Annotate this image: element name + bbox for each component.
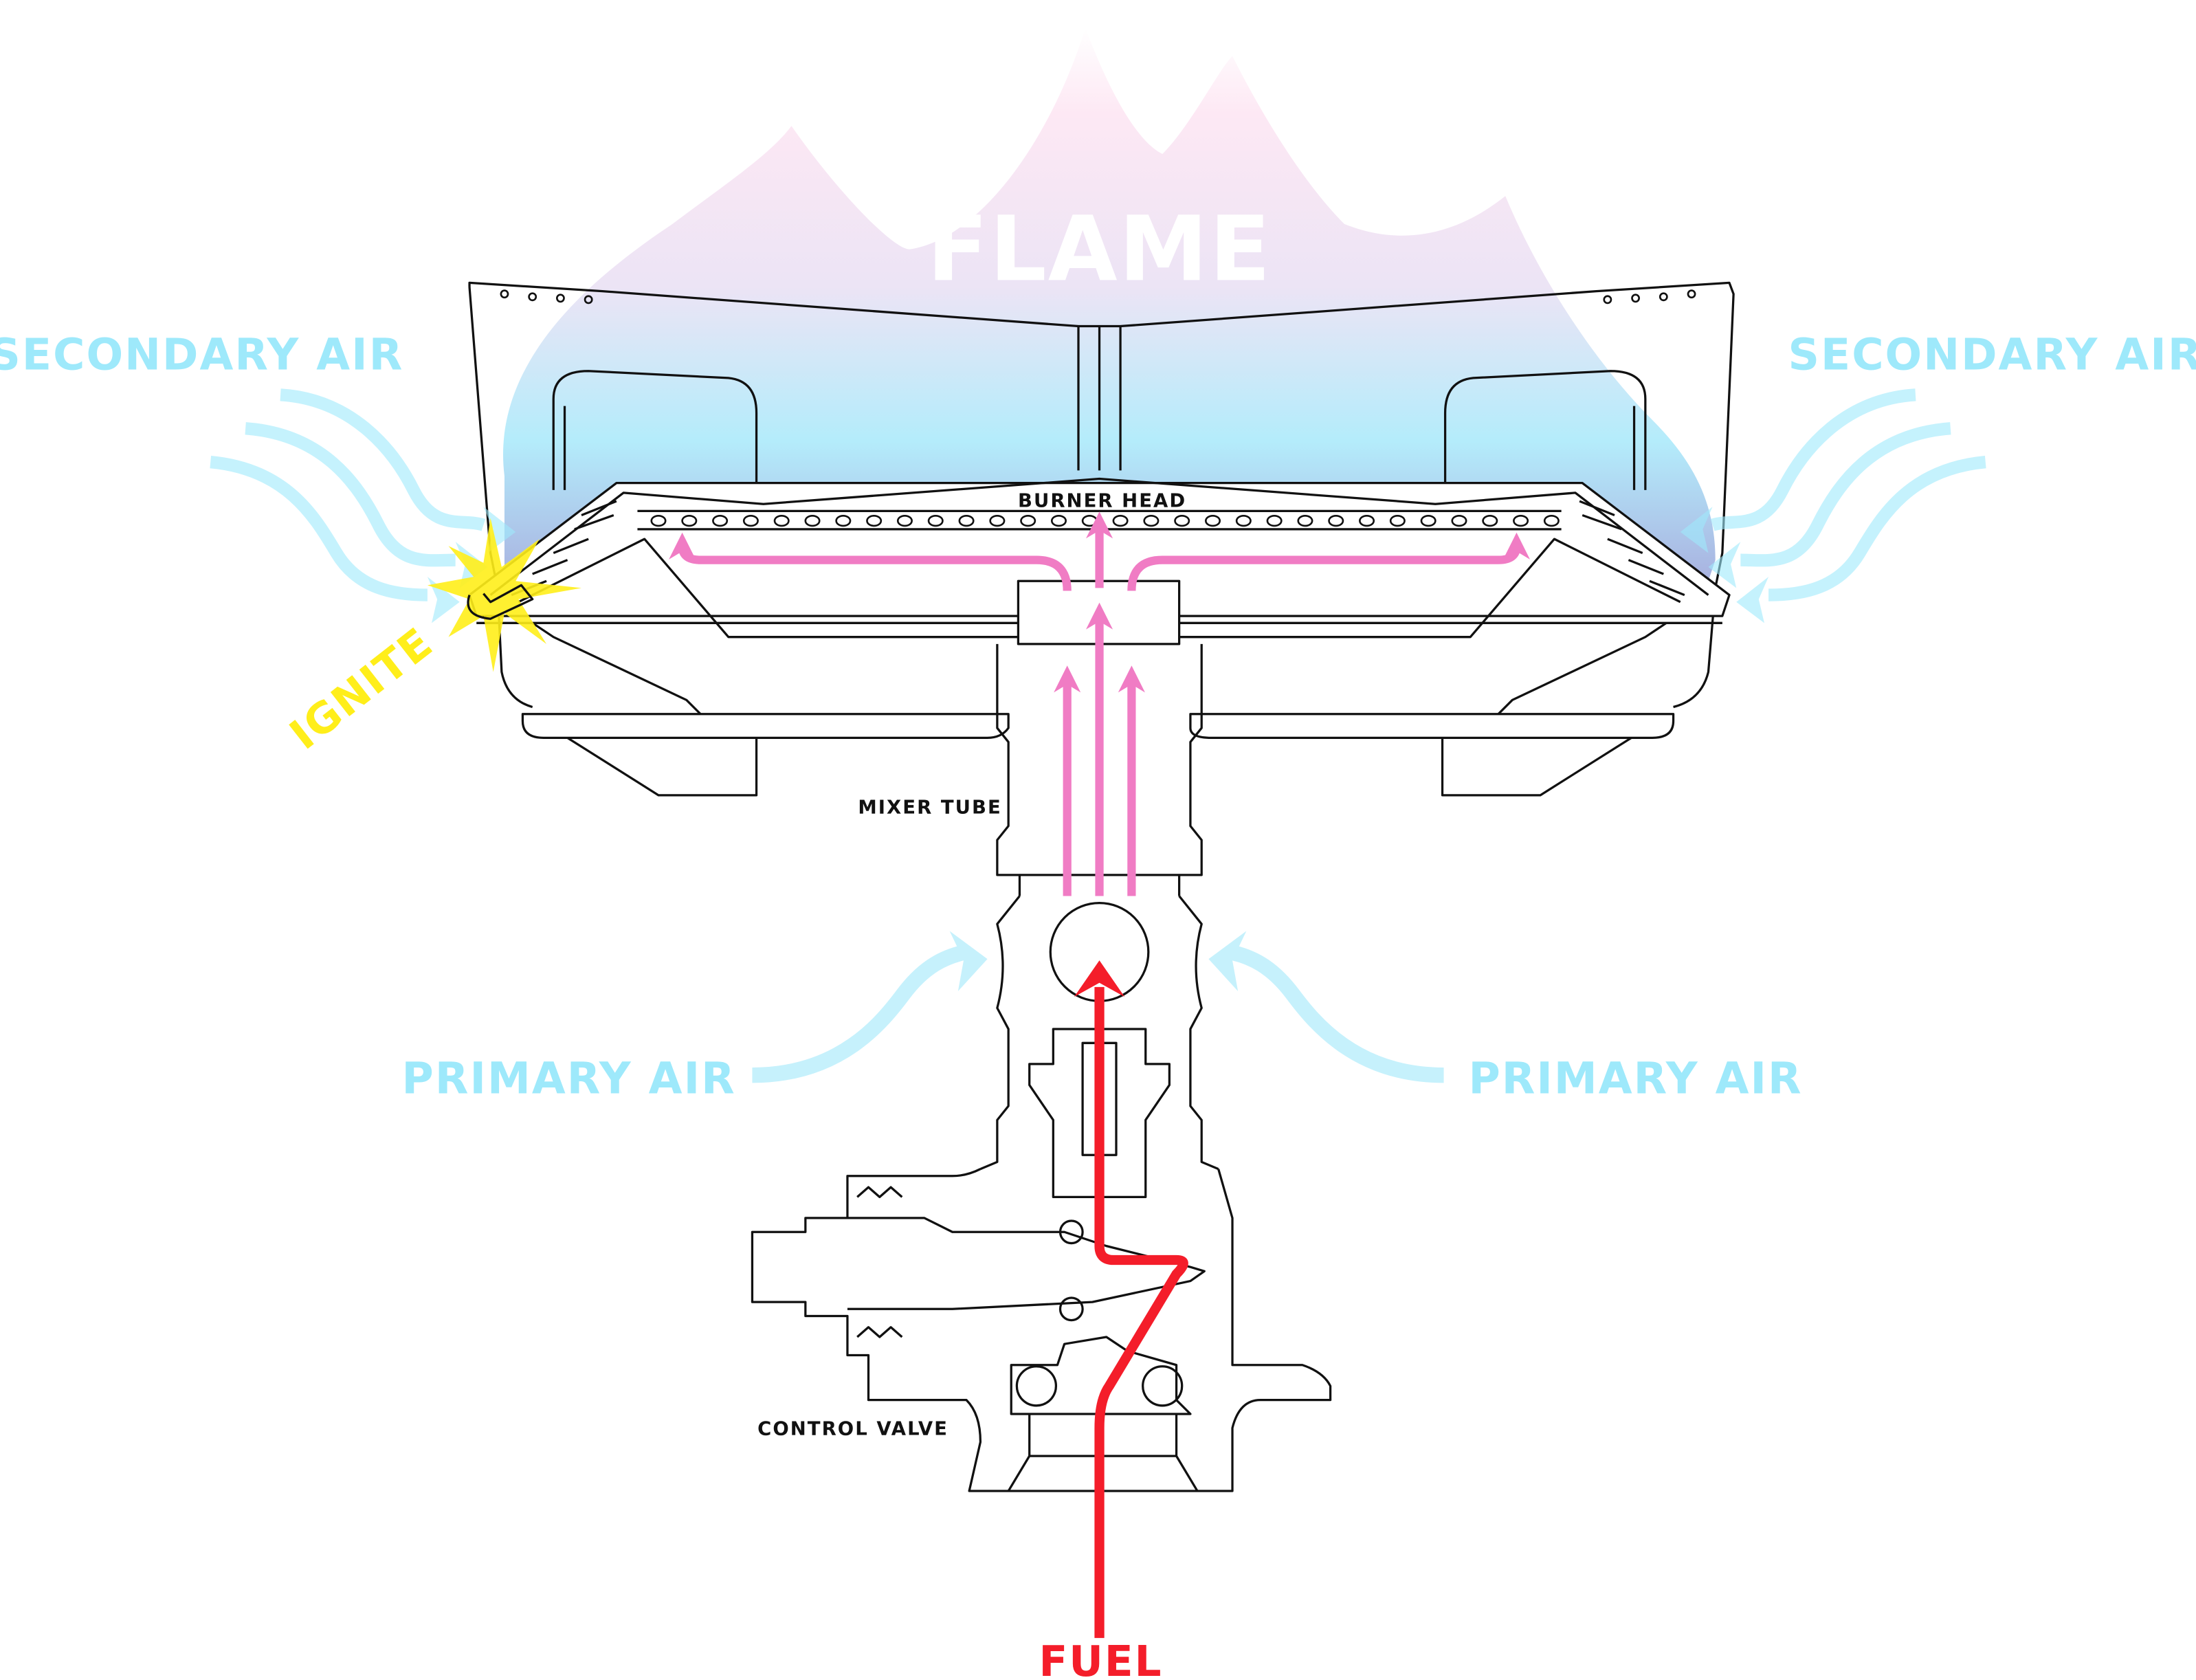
control-valve-label: CONTROL VALVE [757,1418,949,1440]
flame-label: FLAME [927,197,1272,301]
primary-air-arrowhead-right [1208,931,1247,991]
fuel-arrowhead [1074,960,1125,997]
ignite-spark-icon [427,518,581,672]
side-ports [511,500,1685,597]
secondary-air-label-left: SECONDARY AIR [0,329,403,380]
primary-air-label-right: PRIMARY AIR [1468,1053,1802,1104]
mixture-arrow-left-head [669,532,1072,591]
primary-air-arrow-right [1208,931,1444,1083]
secondary-air-arrows-left [210,388,486,601]
burner-base [521,713,1675,797]
secondary-air-arrowheads-right [1680,507,1769,623]
burner-head-label: BURNER HEAD [1018,489,1186,511]
mixture-arrow-right-head [1127,532,1531,591]
control-valve: CONTROL VALVE [751,1028,1332,1492]
flame-shape [502,27,1716,602]
secondary-air-arrows-right [1710,388,1986,601]
mixture-flow-arrows [669,511,1531,896]
mixer-tube-label: MIXER TUBE [858,796,1001,818]
secondary-air-label-right: SECONDARY AIR [1788,329,2196,380]
burner-housing [468,281,1735,709]
primary-air-arrowhead-left [949,931,988,991]
rim-holes [500,289,1696,305]
burner-ports [650,514,1560,527]
fuel-label: FUEL [1039,1637,1162,1680]
venturi-port [1049,902,1150,1002]
primary-air-arrow-left [752,931,988,1083]
primary-air-label-left: PRIMARY AIR [402,1053,736,1104]
ignite-label: IGNITE [281,618,443,759]
fuel-flow-arrow [1074,960,1188,1638]
